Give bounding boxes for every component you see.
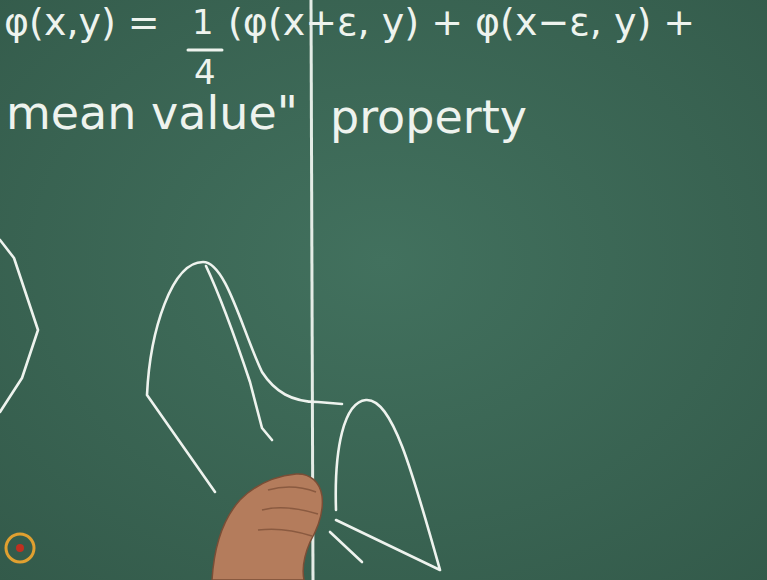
curve-sketch bbox=[0, 240, 38, 412]
logo-dot bbox=[16, 544, 24, 552]
lecturer-hand bbox=[212, 474, 322, 580]
chalk-note: mean value" bbox=[6, 88, 298, 139]
fraction-denominator: 4 bbox=[194, 54, 216, 91]
formula-text: φ(x,y) = bbox=[4, 2, 160, 44]
finger-creases bbox=[258, 487, 318, 536]
logo-ring bbox=[6, 534, 34, 562]
curve-sketch bbox=[206, 266, 272, 440]
fraction-numerator: 1 bbox=[192, 4, 214, 41]
curve-sketch bbox=[147, 262, 342, 492]
chalk-note: property bbox=[330, 92, 527, 143]
formula-text: (φ(x+ε, y) + φ(x−ε, y) + bbox=[228, 2, 695, 44]
curve-sketch bbox=[330, 532, 362, 562]
fraction-bar bbox=[188, 49, 222, 52]
curve-sketch bbox=[336, 400, 440, 570]
